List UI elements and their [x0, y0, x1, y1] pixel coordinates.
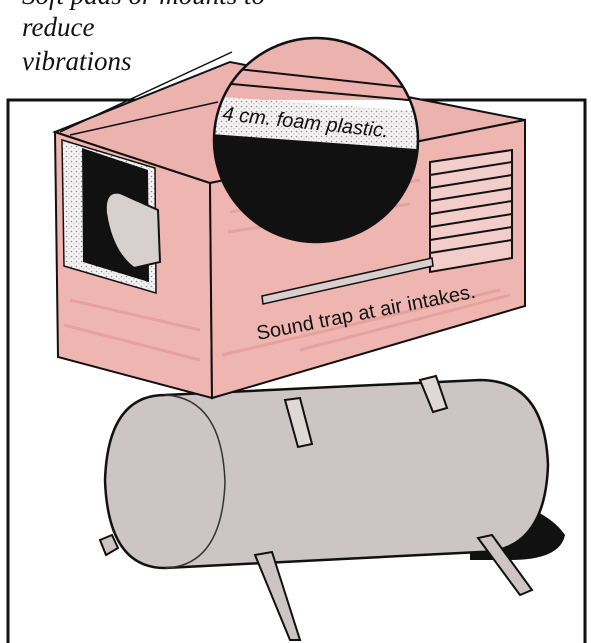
louvre-vent: [430, 150, 512, 272]
